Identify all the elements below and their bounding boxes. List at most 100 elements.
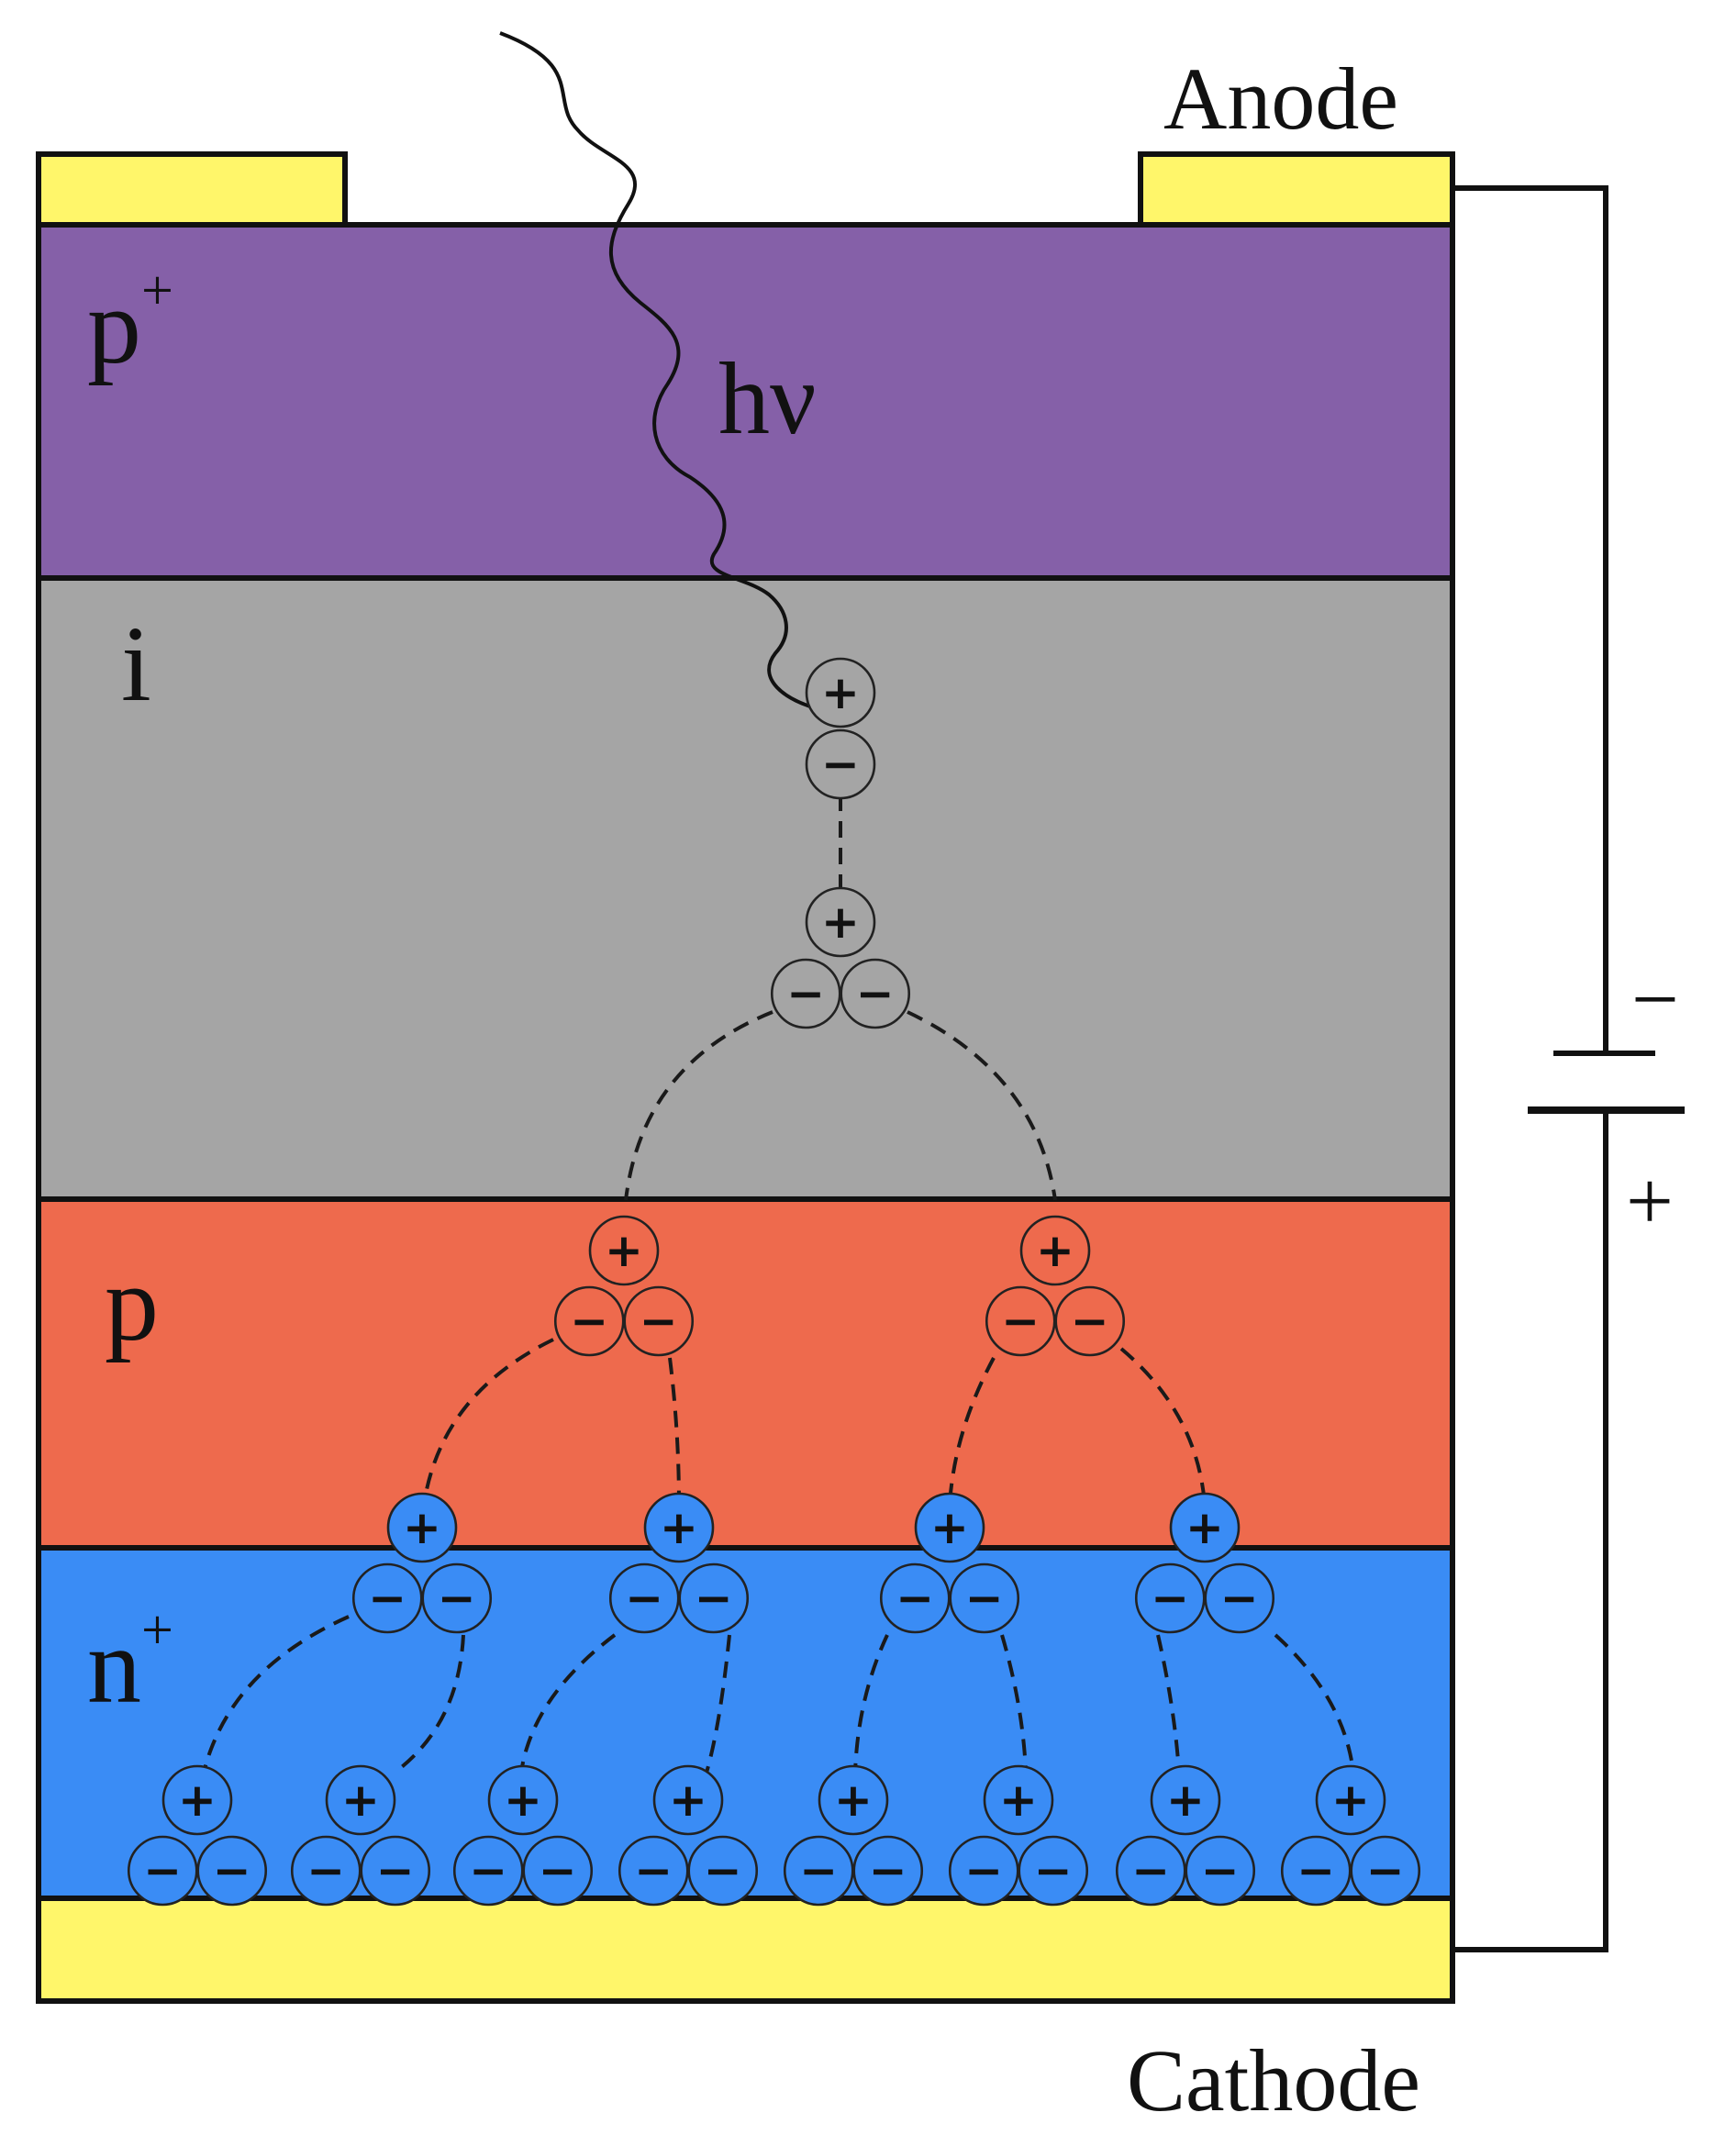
electron-circle	[1018, 1835, 1089, 1907]
cathode-label: Cathode	[1127, 2031, 1420, 2129]
hole-sign: +	[178, 1774, 217, 1827]
hole-sign: +	[660, 1501, 698, 1554]
electron-carrier-6: −	[553, 1285, 625, 1357]
hole-circle	[1169, 1492, 1241, 1563]
path-p-3	[948, 1357, 996, 1506]
layer-label-intrinsic: i	[121, 604, 151, 724]
hole-carrier-2: +	[805, 886, 876, 958]
hole-circle	[652, 1764, 724, 1836]
electron-circle	[522, 1835, 594, 1907]
electron-carrier-40: −	[1018, 1835, 1089, 1907]
electron-carrier-4: −	[840, 958, 911, 1029]
electron-sign: −	[786, 967, 825, 1020]
electron-sign: −	[856, 967, 895, 1020]
electron-carrier-39: −	[948, 1835, 1019, 1907]
layer-label-n-plus-sup: +	[141, 1599, 173, 1662]
layer-label-p-plus-sup: +	[141, 260, 173, 322]
layer-label-n-plus-base: n	[87, 1606, 141, 1726]
electron-circle	[127, 1835, 198, 1907]
electron-circle	[805, 728, 876, 800]
electron-circle	[1134, 1562, 1206, 1634]
electron-carrier-21: −	[1134, 1562, 1206, 1634]
hole-carrier-29: +	[487, 1764, 559, 1836]
hole-circle	[1315, 1764, 1386, 1836]
electron-sign: −	[964, 1844, 1003, 1897]
cathode-contact	[36, 1896, 1455, 2004]
layer-label-n-plus: n+	[87, 1599, 173, 1726]
electron-sign: −	[1296, 1844, 1335, 1897]
electron-sign: −	[368, 1572, 406, 1625]
electron-carrier-15: −	[608, 1562, 680, 1634]
electron-sign: −	[1220, 1572, 1259, 1625]
path-n-1	[202, 1615, 350, 1774]
anode-label: Anode	[1163, 50, 1398, 148]
hole-circle	[1019, 1215, 1091, 1286]
electron-sign: −	[625, 1572, 663, 1625]
path-intrinsic-right	[907, 1010, 1057, 1201]
hole-sign: +	[669, 1774, 707, 1827]
layer-label-p: p	[105, 1243, 159, 1363]
electron-sign: −	[1366, 1844, 1405, 1897]
hole-carrier-38: +	[983, 1764, 1054, 1836]
electron-circle	[608, 1562, 680, 1634]
electron-sign: −	[695, 1572, 733, 1625]
electron-circle	[290, 1835, 362, 1907]
electron-sign: −	[1001, 1295, 1040, 1348]
hole-sign: +	[821, 895, 860, 949]
hole-carrier-14: +	[643, 1492, 715, 1563]
hole-sign: +	[821, 666, 860, 719]
electron-circle	[879, 1562, 951, 1634]
hole-sign: +	[1036, 1224, 1074, 1277]
layer-p-plus	[36, 222, 1455, 581]
electron-sign: −	[213, 1844, 251, 1897]
hole-carrier-0: +	[805, 657, 876, 728]
electron-circle	[553, 1285, 625, 1357]
hole-circle	[161, 1764, 233, 1836]
electron-carrier-33: −	[618, 1835, 689, 1907]
electron-sign: −	[640, 1295, 678, 1348]
electron-circle	[949, 1562, 1020, 1634]
hole-carrier-41: +	[1150, 1764, 1221, 1836]
electron-circle	[687, 1835, 759, 1907]
electron-sign: −	[869, 1844, 907, 1897]
hole-sign: +	[999, 1774, 1038, 1827]
electron-circle	[678, 1562, 750, 1634]
path-n-5	[853, 1634, 889, 1774]
electron-carrier-42: −	[1115, 1835, 1186, 1907]
electron-sign: −	[143, 1844, 182, 1897]
electron-carrier-43: −	[1185, 1835, 1256, 1907]
hole-carrier-17: +	[914, 1492, 985, 1563]
electron-circle	[1350, 1835, 1421, 1907]
hole-circle	[325, 1764, 396, 1836]
electron-sign: −	[469, 1844, 507, 1897]
photon-label: hν	[718, 342, 817, 456]
hole-carrier-32: +	[652, 1764, 724, 1836]
hole-sign: +	[1331, 1774, 1370, 1827]
battery-minus-label: −	[1631, 952, 1679, 1046]
electron-carrier-36: −	[783, 1835, 854, 1907]
path-intrinsic-left	[624, 1010, 773, 1201]
electron-carrier-46: −	[1350, 1835, 1421, 1907]
hole-sign: +	[403, 1501, 441, 1554]
carriers: +−+−−+−−+−−+−−+−−+−−+−−+−−+−−+−−+−−+−−+−…	[127, 657, 1421, 1907]
hole-circle	[386, 1492, 458, 1563]
hole-circle	[914, 1492, 985, 1563]
electron-carrier-10: −	[1054, 1285, 1126, 1357]
hole-circle	[805, 657, 876, 728]
hole-circle	[588, 1215, 660, 1286]
hole-carrier-35: +	[818, 1764, 889, 1836]
electron-carrier-34: −	[687, 1835, 759, 1907]
hole-carrier-5: +	[588, 1215, 660, 1286]
electron-circle	[360, 1835, 431, 1907]
hole-carrier-26: +	[325, 1764, 396, 1836]
path-p-4	[1119, 1347, 1207, 1506]
external-circuit	[1452, 185, 1685, 1952]
electron-sign: −	[306, 1844, 345, 1897]
anode-contact	[1138, 151, 1455, 228]
hole-sign: +	[930, 1501, 969, 1554]
hole-circle	[805, 886, 876, 958]
battery-plus-label: +	[1626, 1154, 1674, 1248]
photon-wave	[499, 31, 831, 714]
electron-sign: −	[1071, 1295, 1109, 1348]
electron-carrier-22: −	[1204, 1562, 1275, 1634]
